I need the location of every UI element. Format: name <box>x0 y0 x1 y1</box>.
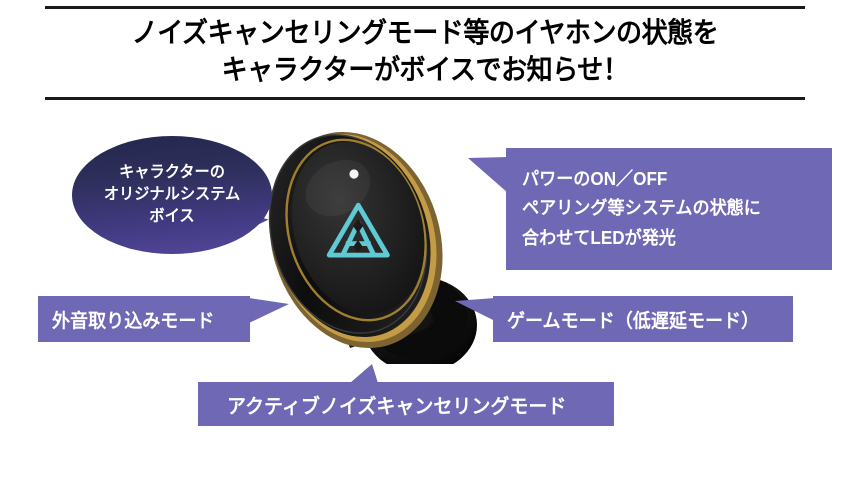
callout-anc-mode-tail <box>350 364 378 383</box>
callout-led-status-body: パワーのON／OFF ペアリング等システムの状態に 合わせてLEDが発光 <box>506 148 832 270</box>
earbud-gold-hairline <box>285 138 427 322</box>
callout-ambient-mode: 外音取り込みモード <box>38 296 289 342</box>
header-divider-top <box>45 6 805 9</box>
callout-character-voice-body <box>72 136 272 254</box>
callout-anc-mode: アクティブノイズキャンセリングモード <box>198 364 614 426</box>
callout-character-voice: キャラクターの オリジナルシステム ボイス <box>72 136 272 254</box>
callout-led-status-line-3: 合わせてLEDが発光 <box>522 227 676 248</box>
earbud-image <box>268 131 477 364</box>
callout-ambient-mode-body: 外音取り込みモード <box>38 296 250 342</box>
callout-led-status: パワーのON／OFF ペアリング等システムの状態に 合わせてLEDが発光 <box>468 148 850 270</box>
callout-led-status-line-2: ペアリング等システムの状態に <box>522 198 761 219</box>
callout-game-mode-label: ゲームモード（低遅延モード） <box>507 310 760 332</box>
header-divider-bottom <box>45 97 805 100</box>
callout-ambient-mode-label: 外音取り込みモード <box>52 310 215 332</box>
callout-anc-mode-label: アクティブノイズキャンセリングモード <box>227 395 567 418</box>
callout-anc-mode-body: アクティブノイズキャンセリングモード <box>198 382 614 426</box>
callout-led-status-text: パワーのON／OFF ペアリング等システムの状態に 合わせてLEDが発光 <box>522 165 761 252</box>
callout-character-voice-line-2: オリジナルシステム <box>103 186 241 204</box>
page-title: ノイズキャンセリングモード等のイヤホンの状態を キャラクターがボイスでお知らせ！ <box>30 14 821 88</box>
callout-led-status-line-1: パワーのON／OFF <box>522 169 668 190</box>
triangle-logo-cutouts <box>353 219 363 253</box>
callout-game-mode-tail <box>455 298 495 321</box>
callout-character-voice-line-3: ボイス <box>149 207 195 225</box>
callout-character-voice-line-1: キャラクターの <box>119 164 225 182</box>
callout-game-mode-body: ゲームモード（低遅延モード） <box>493 296 793 342</box>
callout-led-status-tail <box>468 157 508 193</box>
page-title-line-1: ノイズキャンセリングモード等のイヤホンの状態を <box>131 17 719 48</box>
page-title-line-2: キャラクターがボイスでお知らせ！ <box>221 54 629 86</box>
callout-ambient-mode-tail <box>249 298 289 323</box>
callout-character-voice-text: キャラクターの オリジナルシステム ボイス <box>77 136 267 254</box>
callout-game-mode: ゲームモード（低遅延モード） <box>455 296 795 342</box>
led-indicator-icon <box>349 169 359 179</box>
